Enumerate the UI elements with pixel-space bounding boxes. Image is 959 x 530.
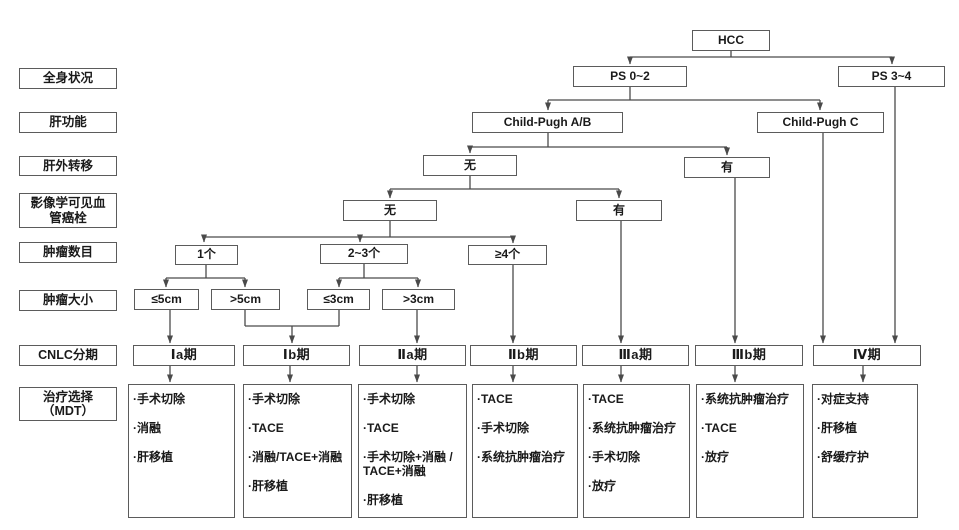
row-label-performance-status: 全身状况 (19, 68, 117, 89)
treatment-item: ·肝移植 (817, 421, 857, 435)
node-ps-3-4: PS 3~4 (838, 66, 945, 87)
node-size-le5cm: ≤5cm (134, 289, 199, 310)
node-size-le3cm: ≤3cm (307, 289, 370, 310)
stage-box-1a: Ⅰa期 (133, 345, 235, 366)
stage-box-2a: Ⅱa期 (359, 345, 466, 366)
treatment-box-1a: ·手术切除 ·消融 ·肝移植 (128, 384, 235, 518)
stage-box-3a: Ⅲa期 (582, 345, 689, 366)
treatment-box-3b: ·系统抗肿瘤治疗 ·TACE ·放疗 (696, 384, 804, 518)
treatment-item: ·手术切除 (363, 392, 415, 406)
row-label-extrahepatic-metastasis: 肝外转移 (19, 156, 117, 176)
node-count-1: 1个 (175, 245, 238, 265)
row-label-treatment-choice: 治疗选择 （MDT） (19, 387, 117, 421)
row-label-liver-function: 肝功能 (19, 112, 117, 133)
node-hcc: HCC (692, 30, 770, 51)
treatment-box-2a: ·手术切除 ·TACE ·手术切除+消融 / TACE+消融 ·肝移植 (358, 384, 467, 518)
row-label-cnlc-stage: CNLC分期 (19, 345, 117, 366)
treatment-box-4: ·对症支持 ·肝移植 ·舒缓疗护 (812, 384, 918, 518)
node-count-2-3: 2~3个 (320, 244, 408, 264)
treatment-item: ·手术切除 (248, 392, 300, 406)
treatment-item: ·系统抗肿瘤治疗 (588, 421, 676, 435)
treatment-item: ·肝移植 (133, 450, 173, 464)
treatment-item: ·系统抗肿瘤治疗 (701, 392, 789, 406)
node-count-ge4: ≥4个 (468, 245, 547, 265)
treatment-item: ·对症支持 (817, 392, 869, 406)
treatment-item: ·放疗 (701, 450, 729, 464)
treatment-item: ·肝移植 (363, 493, 403, 507)
stage-box-3b: Ⅲb期 (695, 345, 803, 366)
stage-box-2b: Ⅱb期 (470, 345, 577, 366)
treatment-item: ·系统抗肿瘤治疗 (477, 450, 565, 464)
row-label-vascular-invasion: 影像学可见血 管癌栓 (19, 193, 117, 228)
node-ps-0-2: PS 0~2 (573, 66, 687, 87)
stage-box-4: Ⅳ期 (813, 345, 921, 366)
treatment-item: ·TACE (248, 421, 284, 435)
treatment-item: ·TACE (701, 421, 737, 435)
treatment-item: ·消融/TACE+消融 (248, 450, 343, 464)
node-child-pugh-c: Child-Pugh C (757, 112, 884, 133)
treatment-item: ·肝移植 (248, 479, 288, 493)
node-metastasis-present: 有 (684, 157, 770, 178)
treatment-item: ·TACE (477, 392, 513, 406)
row-label-tumor-count: 肿瘤数目 (19, 242, 117, 263)
treatment-item: ·手术切除+消融 / TACE+消融 (363, 450, 453, 478)
treatment-item: ·舒缓疗护 (817, 450, 869, 464)
treatment-item: ·放疗 (588, 479, 616, 493)
treatment-item: ·手术切除 (477, 421, 529, 435)
node-size-gt5cm: >5cm (211, 289, 280, 310)
node-metastasis-none: 无 (423, 155, 517, 176)
treatment-box-1b: ·手术切除 ·TACE ·消融/TACE+消融 ·肝移植 (243, 384, 352, 518)
treatment-item: ·消融 (133, 421, 161, 435)
treatment-item: ·手术切除 (133, 392, 185, 406)
stage-box-1b: Ⅰb期 (243, 345, 350, 366)
treatment-item: ·TACE (588, 392, 624, 406)
node-child-pugh-ab: Child-Pugh A/B (472, 112, 623, 133)
treatment-box-2b: ·TACE ·手术切除 ·系统抗肿瘤治疗 (472, 384, 578, 518)
treatment-item: ·手术切除 (588, 450, 640, 464)
row-label-tumor-size: 肿瘤大小 (19, 290, 117, 311)
node-vascular-none: 无 (343, 200, 437, 221)
treatment-box-3a: ·TACE ·系统抗肿瘤治疗 ·手术切除 ·放疗 (583, 384, 690, 518)
node-vascular-present: 有 (576, 200, 662, 221)
treatment-item: ·TACE (363, 421, 399, 435)
node-size-gt3cm: >3cm (382, 289, 455, 310)
